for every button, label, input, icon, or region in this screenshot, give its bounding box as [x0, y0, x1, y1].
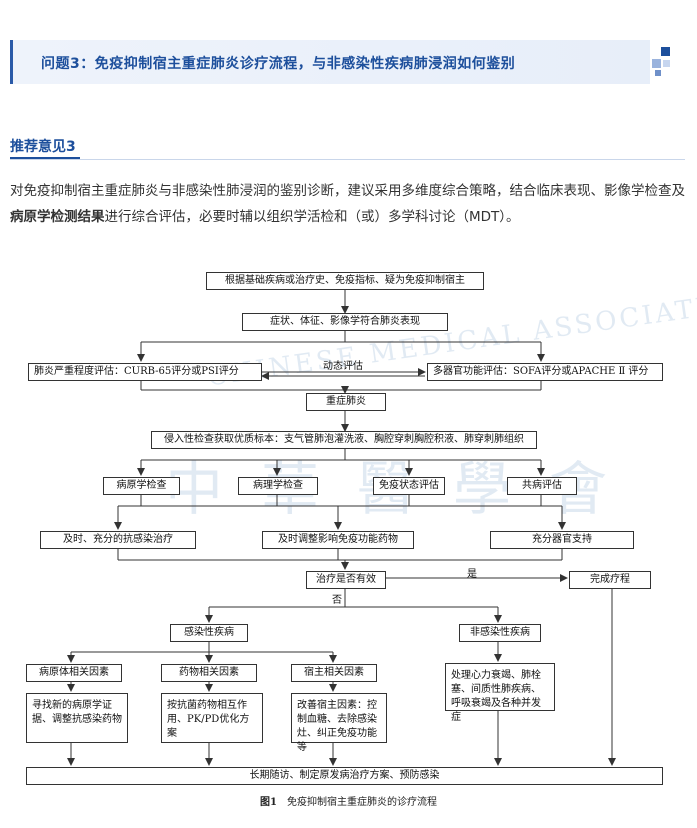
text-bold: 病原学检测结果: [10, 209, 105, 225]
figure-number: 图1: [260, 797, 277, 808]
figure-caption-text: 免疫抑制宿主重症肺炎的诊疗流程: [286, 797, 437, 808]
node-symptoms: 症状、体征、影像学符合肺炎表现: [242, 313, 448, 331]
label-dynamic-eval: 动态评估: [323, 361, 363, 372]
node-pathology: 病理学检查: [238, 477, 318, 495]
decor-square-icon: [652, 59, 661, 68]
node-specimen: 侵入性检查获取优质标本：支气管肺泡灌洗液、胸腔穿刺胸腔积液、肺穿刺肺组织: [151, 431, 537, 449]
flowchart: CHINESE MEDICAL ASSOCIATION 中華醫學會: [0, 262, 697, 828]
node-non-infectious: 非感染性疾病: [459, 624, 541, 642]
node-pathogen-action: 寻找新的病原学证据、调整抗感染药物: [26, 693, 128, 743]
node-drug-action: 按抗菌药物相互作用、PK/PD优化方案: [161, 693, 263, 743]
node-complete: 完成疗程: [569, 571, 651, 589]
node-host-factor: 宿主相关因素: [291, 664, 377, 682]
label-no: 否: [332, 595, 342, 606]
section-divider: [10, 159, 685, 160]
node-infectious: 感染性疾病: [170, 624, 248, 642]
node-etiology: 病原学检查: [103, 477, 180, 495]
figure-caption: 图1 免疫抑制宿主重症肺炎的诊疗流程: [0, 793, 697, 808]
node-non-infectious-action: 处理心力衰竭、肺栓塞、间质性肺疾病、呼吸衰竭及各种并发症: [445, 663, 555, 723]
node-drug-factor: 药物相关因素: [161, 664, 257, 682]
decor-square-icon: [663, 60, 670, 67]
node-adjust-drugs: 及时调整影响免疫功能药物: [262, 531, 414, 549]
label-yes: 是: [467, 569, 477, 580]
decor-square-icon: [661, 47, 670, 56]
node-organ-support: 充分器官支持: [490, 531, 634, 549]
node-start: 根据基础疾病或治疗史、免疫指标、疑为免疫抑制宿主: [206, 272, 484, 290]
node-comorbidity: 共病评估: [507, 477, 577, 495]
heading-underline: [10, 157, 80, 159]
node-organ-eval: 多器官功能评估：SOFA评分或APACHE Ⅱ 评分: [427, 363, 663, 381]
node-host-action: 改善宿主因素：控制血糖、去除感染灶、纠正免疫功能等: [291, 693, 387, 753]
node-followup: 长期随访、制定原发病治疗方案、预防感染: [26, 767, 663, 785]
text-part: 进行综合评估，必要时辅以组织学活检和（或）多学科讨论（MDT）。: [104, 209, 520, 225]
node-severe: 重症肺炎: [306, 393, 386, 411]
text-part: 对免疫抑制宿主重症肺炎与非感染性肺浸润的鉴别诊断，建议采用多维度综合策略，结合临…: [10, 183, 685, 199]
flowchart-connectors: [67, 290, 616, 766]
node-severity-eval: 肺炎严重程度评估：CURB-65评分或PSI评分: [28, 363, 262, 381]
question-title: 问题3：免疫抑制宿主重症肺炎诊疗流程，与非感染性疾病肺浸润如何鉴别: [41, 56, 516, 72]
question-banner: 问题3：免疫抑制宿主重症肺炎诊疗流程，与非感染性疾病肺浸润如何鉴别: [10, 40, 650, 84]
node-effective: 治疗是否有效: [306, 571, 386, 589]
decor-square-icon: [655, 70, 661, 76]
recommendation-text: 对免疫抑制宿主重症肺炎与非感染性肺浸润的鉴别诊断，建议采用多维度综合策略，结合临…: [10, 178, 690, 230]
node-pathogen-factor: 病原体相关因素: [26, 664, 122, 682]
node-anti-infection: 及时、充分的抗感染治疗: [40, 531, 196, 549]
node-immune-eval: 免疫状态评估: [373, 477, 445, 495]
recommendation-heading: 推荐意见3: [10, 139, 76, 155]
